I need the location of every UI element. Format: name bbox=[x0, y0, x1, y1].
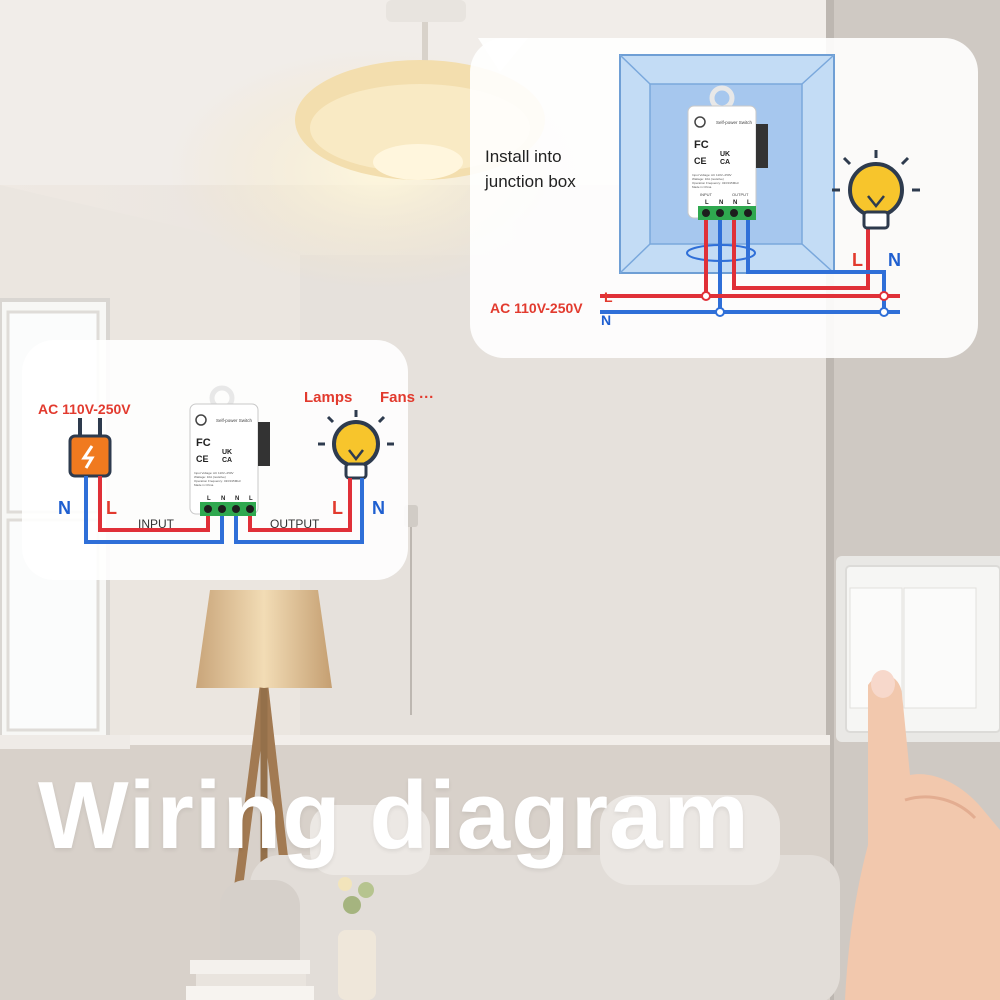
module-spec-3: Made in China bbox=[692, 185, 712, 189]
plug-icon bbox=[68, 418, 112, 478]
module-brand-text: Self-power Switch bbox=[216, 418, 253, 423]
module-spec-2: Operation Frequency: 433/315MHz bbox=[194, 479, 241, 483]
plug-live-label: L bbox=[106, 498, 117, 518]
terminal-label-2: N bbox=[733, 200, 737, 206]
bulb-icon bbox=[832, 150, 920, 230]
lamp-neutral-label: N bbox=[888, 250, 901, 270]
terminal-label-1: N bbox=[719, 200, 723, 206]
relay-module-icon: Self-power Switch FC CE UK CA Input Volt… bbox=[687, 85, 768, 220]
terminal-label-3: L bbox=[747, 200, 751, 206]
module-output-caption: OUTPUT bbox=[732, 192, 749, 197]
module-ukca-top: UK bbox=[720, 151, 730, 158]
junction-voltage-label: AC 110V-250V bbox=[490, 300, 583, 316]
direct-wiring-panel: AC 110V-250V Lamps Fans ··· Self-power S… bbox=[22, 340, 434, 580]
hand-icon bbox=[845, 670, 1000, 1000]
module-spec-2: Operation Frequency: 433/315MHz bbox=[692, 181, 739, 185]
junction-neutral-label: N bbox=[601, 312, 611, 328]
module-fc-mark: FC bbox=[196, 437, 211, 449]
module-spec-3: Made in China bbox=[194, 483, 214, 487]
relay-module-icon: Self-power Switch FC CE UK CA Input Volt… bbox=[189, 385, 270, 516]
headline-title: Wiring diagram bbox=[38, 762, 750, 869]
module-ce-mark: CE bbox=[694, 156, 707, 166]
module-ce-mark: CE bbox=[196, 454, 209, 464]
module-ukca-bottom: CA bbox=[222, 457, 232, 464]
junction-live-label: L bbox=[604, 289, 613, 305]
junction-box-panel: Self-power Switch FC CE UK CA Input Volt… bbox=[470, 38, 978, 358]
module-fc-mark: FC bbox=[694, 139, 709, 151]
plug-neutral-label: N bbox=[58, 498, 71, 518]
terminal-label-3: L bbox=[249, 496, 253, 502]
bulb-live-label: L bbox=[332, 498, 343, 518]
direct-wires bbox=[84, 476, 364, 544]
module-ukca-top: UK bbox=[222, 449, 232, 456]
bulb-icon bbox=[318, 410, 394, 480]
lamps-label: Lamps bbox=[304, 389, 352, 406]
terminal-label-0: L bbox=[705, 200, 709, 206]
junction-caption-line2: junction box bbox=[484, 172, 576, 191]
junction-wires bbox=[600, 220, 900, 317]
wall-switch-icon bbox=[836, 556, 1000, 742]
terminal-label-2: N bbox=[235, 496, 239, 502]
bulb-neutral-label: N bbox=[372, 498, 385, 518]
side-table-decor bbox=[186, 877, 376, 1000]
terminal-label-0: L bbox=[207, 496, 211, 502]
input-label: INPUT bbox=[138, 517, 175, 531]
module-brand-text: Self-power Switch bbox=[716, 120, 753, 125]
direct-voltage-label: AC 110V-250V bbox=[38, 401, 131, 417]
module-input-caption: INPUT bbox=[700, 192, 713, 197]
terminal-label-1: N bbox=[221, 496, 225, 502]
fans-label: Fans ··· bbox=[380, 389, 434, 406]
module-spec-0: Input Voltage: AC 110V~250V bbox=[194, 471, 234, 475]
module-spec-0: Input Voltage: AC 110V~250V bbox=[692, 173, 732, 177]
module-ukca-bottom: CA bbox=[720, 159, 730, 166]
module-spec-1: Wattage: 10A (resistive) bbox=[194, 475, 226, 479]
output-label: OUTPUT bbox=[270, 517, 320, 531]
module-spec-1: Wattage: 10A (resistive) bbox=[692, 177, 724, 181]
junction-caption-line1: Install into bbox=[485, 147, 562, 166]
lamp-live-label: L bbox=[852, 250, 863, 270]
